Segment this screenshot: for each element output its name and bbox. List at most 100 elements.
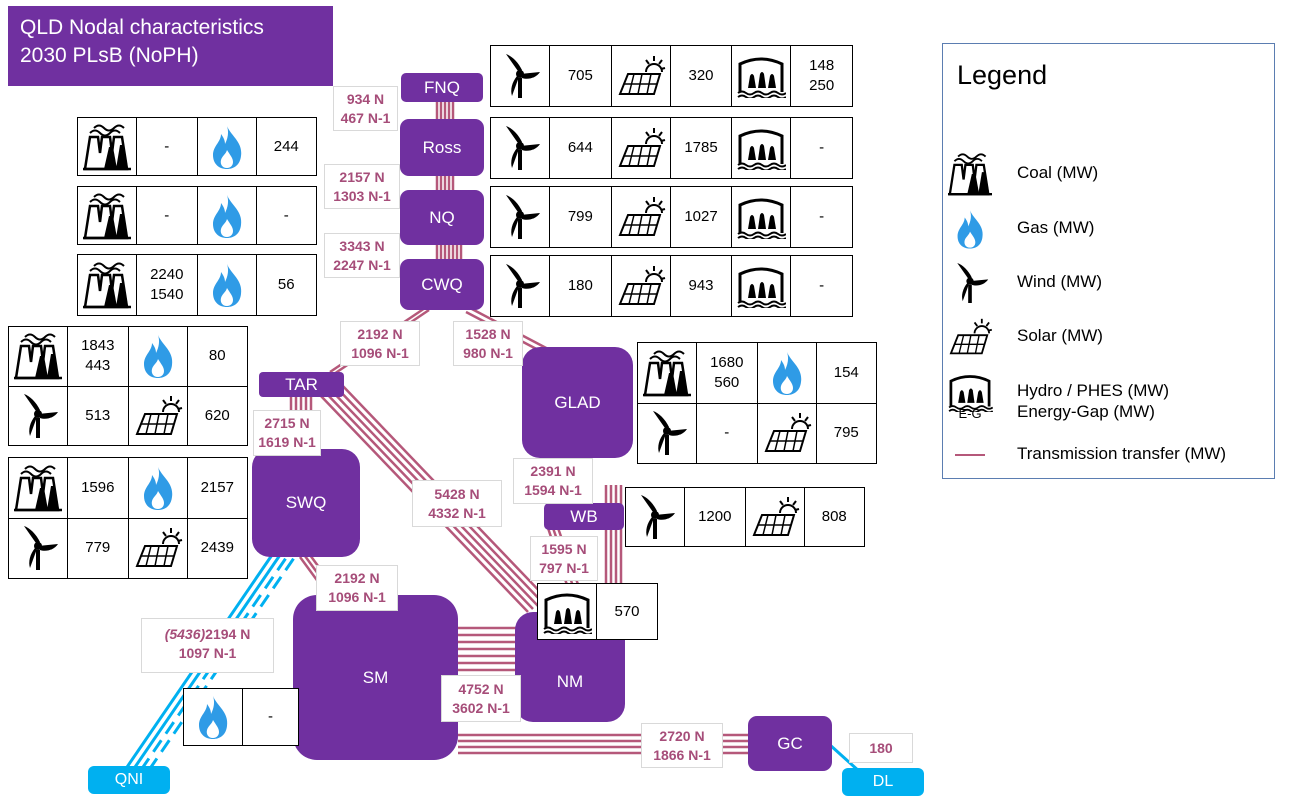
- hydro-icon: [732, 46, 792, 106]
- wind-icon: [947, 263, 993, 303]
- legend: Legend Coal (MW) Gas (MW) Wind (MW) Sola…: [942, 43, 1275, 479]
- node-label: GC: [777, 733, 803, 753]
- gas-icon: [947, 209, 993, 249]
- hydro-icon: [732, 118, 792, 178]
- gen-table-nq: 799 1027 -: [490, 186, 853, 248]
- node-label: NQ: [429, 207, 455, 227]
- node-label: QNI: [114, 771, 144, 788]
- coal-icon: [638, 343, 697, 403]
- node-dl: DL: [842, 768, 924, 796]
- energy-gap-icon: E-G: [958, 405, 982, 421]
- title-line-2: 2030 PLsB (NoPH): [20, 44, 199, 67]
- solar-icon: [612, 46, 671, 106]
- solar-icon: [758, 403, 817, 463]
- legend-item-hydro: Hydro / PHES (MW): [943, 372, 1273, 412]
- gas-icon: [198, 118, 257, 175]
- gas-icon: [198, 255, 257, 315]
- wind-icon: [9, 518, 68, 578]
- node-label: SM: [362, 667, 389, 687]
- gen-table-cwq: 180 943 -: [490, 255, 853, 317]
- coal-icon: [78, 255, 137, 315]
- title-line-1: QLD Nodal characteristics: [20, 16, 264, 39]
- gen-table-nq-thermal: - -: [77, 186, 317, 245]
- gen-table-nm: 570: [537, 583, 658, 640]
- gas-icon: [184, 689, 243, 745]
- hydro-icon: [538, 584, 597, 639]
- solar-icon: [129, 518, 188, 578]
- legend-item-solar: Solar (MW): [943, 317, 1273, 357]
- legend-title: Legend: [957, 60, 1048, 90]
- solar-icon: [746, 488, 805, 546]
- node-cwq: CWQ: [400, 259, 484, 310]
- node-label: CWQ: [421, 274, 463, 294]
- node-fnq: FNQ: [401, 73, 483, 102]
- solar-icon: [612, 256, 671, 316]
- node-glad: GLAD: [522, 347, 633, 458]
- gas-icon: [198, 187, 257, 244]
- node-label: FNQ: [424, 77, 460, 97]
- wind-icon: [638, 403, 697, 463]
- wind-icon: [491, 46, 550, 106]
- node-tar: TAR: [259, 372, 344, 397]
- legend-item-energy-gap: E-G Energy-Gap (MW): [943, 393, 1273, 433]
- gas-icon: [129, 327, 188, 386]
- coal-icon: [78, 118, 137, 175]
- hydro-icon: [732, 256, 792, 316]
- node-label: GLAD: [554, 392, 601, 412]
- node-label: TAR: [285, 374, 318, 394]
- gen-table-swq: 1596 2157 779 2439: [8, 457, 248, 579]
- wind-icon: [626, 488, 685, 546]
- coal-icon: [9, 458, 68, 518]
- node-label: SWQ: [285, 493, 327, 512]
- wind-icon: [9, 386, 68, 445]
- flow-gc-dl: 180: [849, 733, 913, 763]
- solar-icon: [612, 187, 671, 247]
- legend-item-transmission: Transmission transfer (MW): [943, 435, 1273, 475]
- node-ross: Ross: [400, 119, 484, 176]
- wind-icon: [491, 187, 550, 247]
- legend-item-gas: Gas (MW): [943, 209, 1273, 249]
- hydro-icon: [732, 187, 792, 247]
- node-label: Ross: [422, 137, 462, 157]
- gen-table-ross: 644 1785 -: [490, 117, 853, 179]
- node-label: NM: [556, 672, 584, 691]
- node-sm: SM: [293, 595, 458, 760]
- transmission-line-icon: [947, 435, 993, 475]
- gas-icon: [129, 458, 188, 518]
- wind-icon: [491, 256, 550, 316]
- legend-item-coal: Coal (MW): [943, 153, 1273, 196]
- coal-icon: [78, 187, 137, 244]
- legend-item-wind: Wind (MW): [943, 263, 1273, 303]
- gas-icon: [758, 343, 817, 403]
- solar-icon: [612, 118, 671, 178]
- node-label: WB: [570, 506, 598, 526]
- node-qni: QNI: [88, 766, 170, 794]
- solar-icon: [947, 317, 993, 357]
- node-wb: WB: [544, 503, 624, 530]
- gen-table-wb: 1200 808: [625, 487, 865, 547]
- coal-icon: [9, 327, 68, 386]
- node-label: DL: [872, 773, 894, 790]
- solar-icon: [129, 386, 188, 445]
- coal-icon: [947, 153, 993, 196]
- node-nq: NQ: [400, 190, 484, 245]
- diagram-title: QLD Nodal characteristics 2030 PLsB (NoP…: [8, 6, 333, 86]
